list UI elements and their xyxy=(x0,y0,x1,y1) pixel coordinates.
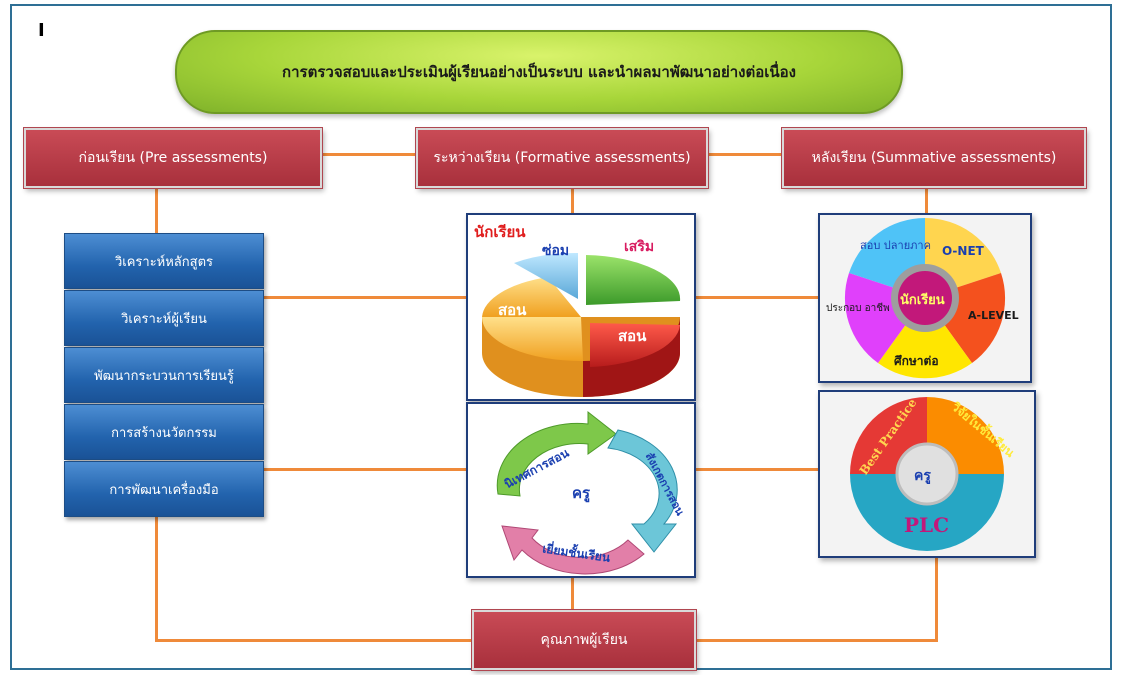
pie-label-repair: ซ่อม xyxy=(542,243,569,259)
segment-label-career: ประกอบ อาชีพ xyxy=(826,302,890,314)
formative-pie-image: นักเรียน ซ่อม เสริม สอน สอน xyxy=(466,213,696,401)
connector-cycle-to-arcs xyxy=(692,468,820,471)
circle-center-student: นักเรียน xyxy=(900,292,945,308)
segment-label-final-exam: สอบ ปลายภาค xyxy=(860,239,931,252)
connector-pre-bottom-vertical xyxy=(155,517,158,642)
pre-step-analyze-curriculum: วิเคราะห์หลักสูตร xyxy=(64,233,264,289)
connector-summative-bottom-vertical xyxy=(935,555,938,642)
segment-label-further-study: ศึกษาต่อ xyxy=(894,354,939,368)
connector-pie-to-circle xyxy=(692,296,820,299)
connector-summative-bottom-horizontal xyxy=(692,639,938,642)
pre-step-develop-tools: การพัฒนาเครื่องมือ xyxy=(64,461,264,517)
formative-cycle-image: นิเทศการสอน สังเกตการสอน เยี่ยมชั้นเรียน… xyxy=(466,402,696,578)
cycle-arrow-green xyxy=(496,410,617,497)
connector-summative-down xyxy=(925,185,928,213)
title-banner: การตรวจสอบและประเมินผู้เรียนอย่างเป็นระบ… xyxy=(175,30,903,114)
pie-slice-yellow-lower xyxy=(482,317,583,362)
pie-slice-yellow xyxy=(482,277,581,317)
header-formative-assessment: ระหว่างเรียน (Formative assessments) xyxy=(416,128,708,188)
summative-arcs-image: ครู Best Practice วิจัยในชั้นเรียน PLC xyxy=(818,390,1036,558)
pie-label-teach-yellow: สอน xyxy=(498,301,527,319)
connector-pre-bottom-horizontal xyxy=(155,639,473,642)
segment-label-onet: O-NET xyxy=(942,244,985,258)
pie-slice-red xyxy=(590,323,680,367)
summative-circle-image: นักเรียน สอบ ปลายภาค O-NET A-LEVEL ศึกษา… xyxy=(818,213,1032,383)
arcs-center-disc xyxy=(895,442,959,506)
corner-mark: I xyxy=(38,20,45,41)
pie-slice-blue xyxy=(514,252,578,299)
pre-step-analyze-learners: วิเคราะห์ผู้เรียน xyxy=(64,290,264,346)
segment-label-alevel: A-LEVEL xyxy=(968,309,1019,322)
connector-formative-down xyxy=(571,185,574,213)
arc-label-plc: PLC xyxy=(904,513,949,537)
connector-formative-bottom xyxy=(571,575,574,611)
connector-header-left-mid xyxy=(318,153,416,156)
header-pre-assessment: ก่อนเรียน (Pre assessments) xyxy=(24,128,322,188)
pie-label-teach-red: สอน xyxy=(618,327,647,345)
center-disc xyxy=(898,271,952,325)
header-summative-assessment: หลังเรียน (Summative assessments) xyxy=(782,128,1086,188)
pre-step-develop-learning-process: พัฒนากระบวนการเรียนรู้ xyxy=(64,347,264,403)
cycle-center-teacher: ครู xyxy=(572,484,591,503)
cycle-arrow-pink xyxy=(501,525,645,575)
connector-steps-to-pie xyxy=(262,296,466,299)
pie-slice-green xyxy=(586,255,681,305)
connector-pre-down xyxy=(155,185,158,233)
arc-plc xyxy=(850,474,1004,551)
learner-quality-box: คุณภาพผู้เรียน xyxy=(472,610,696,670)
arcs-center-teacher: ครู xyxy=(914,468,931,484)
connector-steps-to-cycle xyxy=(262,468,466,471)
pie-heading: นักเรียน xyxy=(474,223,526,241)
segment-further-study xyxy=(878,298,972,379)
connector-header-mid-right xyxy=(704,153,782,156)
pre-step-create-innovation: การสร้างนวัตกรรม xyxy=(64,404,264,460)
cycle-arrow-teal xyxy=(607,429,678,553)
pie-label-enrich: เสริม xyxy=(624,239,654,255)
